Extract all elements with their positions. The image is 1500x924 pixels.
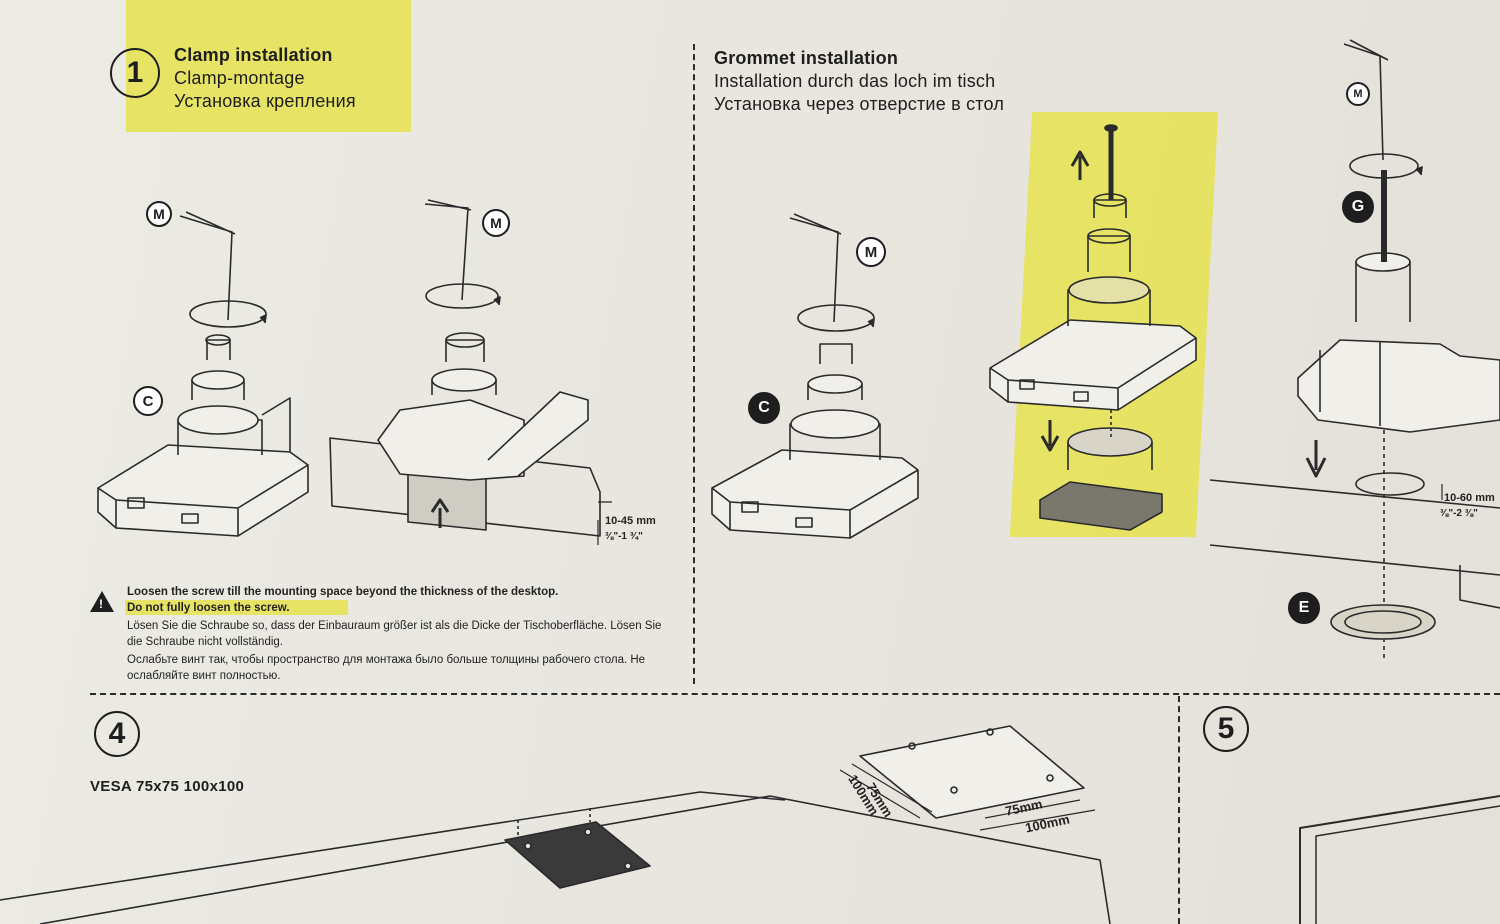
step1-number: 1	[110, 48, 160, 98]
warning-en-2: Do not fully loosen the screw.	[127, 601, 290, 614]
warning-ru: Ослабьте винт так, чтобы пространство дл…	[127, 654, 646, 682]
warning-en-1: Loosen the screw till the mounting space…	[127, 586, 559, 598]
grommet-base-figure	[711, 213, 919, 539]
vesa-sizes: VESA 75x75 100x100	[90, 778, 245, 795]
step2-title-ru: Установка через отверстие в стол	[714, 94, 1005, 114]
step1-number-text: 1	[126, 56, 144, 89]
warning-de: Lösen Sie die Schraube so, dass der Einb…	[127, 620, 662, 648]
step1-title-highlight	[126, 0, 411, 132]
warning-text: Loosen the screw till the mounting space…	[127, 585, 679, 684]
step1-title: Clamp installation Clamp-montage Установ…	[174, 44, 356, 113]
clamp-range-mm: 10-45 mm	[605, 515, 656, 527]
vesa-plate-drawing	[0, 725, 1500, 924]
part-m-label-3: M	[856, 237, 886, 267]
divider-horizontal	[90, 693, 1500, 695]
step2-title-de: Installation durch das loch im tisch	[714, 71, 996, 91]
grommet-mounted-figure	[1209, 39, 1500, 660]
step5-number: 5	[1203, 706, 1249, 752]
clamp-base-figure-1	[97, 211, 309, 537]
step4-number: 4	[94, 711, 140, 757]
part-c-label-1: C	[133, 386, 163, 416]
step1-title-en: Clamp installation	[174, 45, 333, 65]
step4-number-text: 4	[108, 717, 126, 750]
step1-title-de: Clamp-montage	[174, 68, 305, 88]
step2-title: Grommet installation Installation durch …	[714, 47, 1004, 116]
part-c-label-2: C	[748, 392, 780, 424]
warning-icon	[90, 591, 114, 612]
divider-vertical-bottom	[1178, 696, 1180, 924]
clamp-base-figure-2	[329, 199, 601, 537]
part-m-label-1: M	[146, 201, 172, 227]
part-g-label: G	[1342, 191, 1374, 223]
grommet-range-in: ⅜"-2 ⅜"	[1440, 508, 1478, 519]
divider-vertical-top	[693, 44, 695, 684]
part-m-label-2: M	[482, 209, 510, 237]
grommet-exploded-figure	[989, 124, 1197, 531]
clamp-range-in: ⅜"-1 ¾"	[605, 531, 643, 542]
warning-icon-mark: !	[99, 597, 103, 611]
step5-number-text: 5	[1217, 712, 1235, 745]
part-e-label: E	[1288, 592, 1320, 624]
warning-line-highlight	[125, 600, 348, 615]
part-m-label-4: M	[1346, 82, 1370, 106]
grommet-range-mm: 10-60 mm	[1444, 492, 1495, 504]
step2-title-en: Grommet installation	[714, 48, 899, 68]
step1-title-ru: Установка крепления	[174, 91, 356, 111]
